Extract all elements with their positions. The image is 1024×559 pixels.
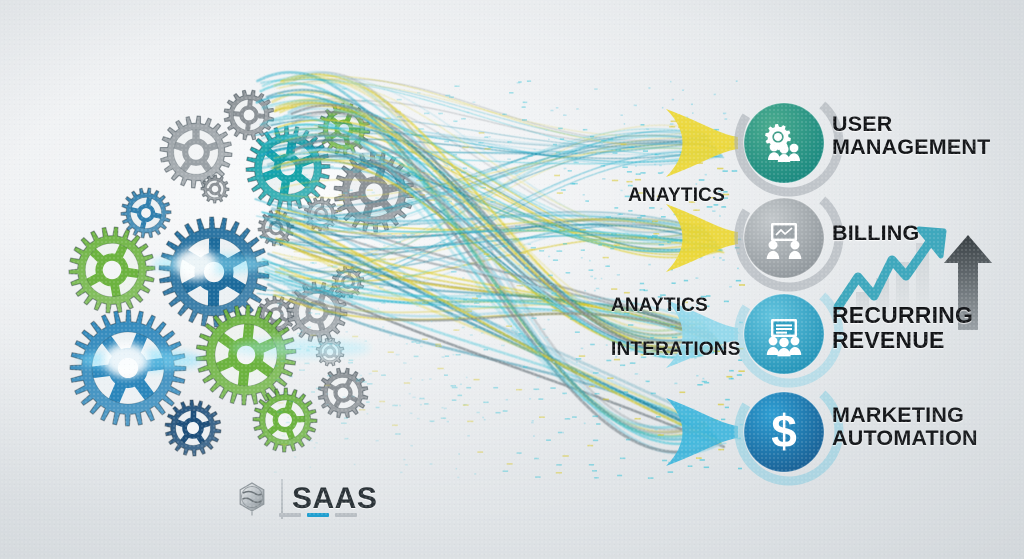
growth-trend-arrow xyxy=(833,231,939,312)
mid-label-anaytics-mid: ANAYTICS xyxy=(611,295,708,316)
globe-icon xyxy=(239,482,265,516)
mid-label-interations: INTERATIONS xyxy=(611,339,741,360)
gear xyxy=(120,187,172,239)
funnel-user-management xyxy=(666,109,738,177)
node-circle-marketing-automation: $ xyxy=(743,391,825,473)
gear xyxy=(195,304,297,406)
gear xyxy=(159,115,233,189)
brand-dash xyxy=(335,513,357,517)
presentation-board-icon xyxy=(766,223,802,259)
node-circle-user-management xyxy=(743,102,825,184)
svg-text:$: $ xyxy=(771,405,797,457)
mid-label-anaytics-top: ANAYTICS xyxy=(628,185,725,206)
gear xyxy=(200,174,230,204)
node-label-marketing-automation: MARKETING AUTOMATION xyxy=(832,403,978,451)
funnel-billing xyxy=(666,204,738,272)
funnel-recurring-revenue-node xyxy=(666,300,738,368)
funnel-marketing-automation xyxy=(666,398,738,466)
brand-dash xyxy=(307,513,329,517)
monitor-people-icon xyxy=(766,319,802,357)
gear-people-icon xyxy=(765,124,800,162)
brand-accent-dashes xyxy=(279,513,357,517)
node-label-user-management: USER MANAGEMENT xyxy=(832,112,991,160)
node-circle-recurring-revenue-node xyxy=(743,293,825,375)
brand-logo: SAAS xyxy=(232,479,377,519)
growth-bar xyxy=(856,292,869,322)
brand-divider xyxy=(281,479,283,519)
gear xyxy=(252,387,318,453)
gear xyxy=(68,226,156,314)
brand-dash xyxy=(279,513,301,517)
gear xyxy=(223,89,275,141)
gear xyxy=(317,367,369,419)
gear xyxy=(164,399,222,457)
node-label-billing: BILLING xyxy=(832,221,920,245)
node-circle-billing xyxy=(743,197,825,279)
growth-trend-arrow-head xyxy=(916,226,947,259)
dollar-sign-icon: $ xyxy=(771,405,797,457)
brand-name: SAAS xyxy=(292,482,378,515)
up-arrow xyxy=(944,235,992,330)
recurring-revenue-title: RECURRING REVENUE xyxy=(832,302,974,353)
